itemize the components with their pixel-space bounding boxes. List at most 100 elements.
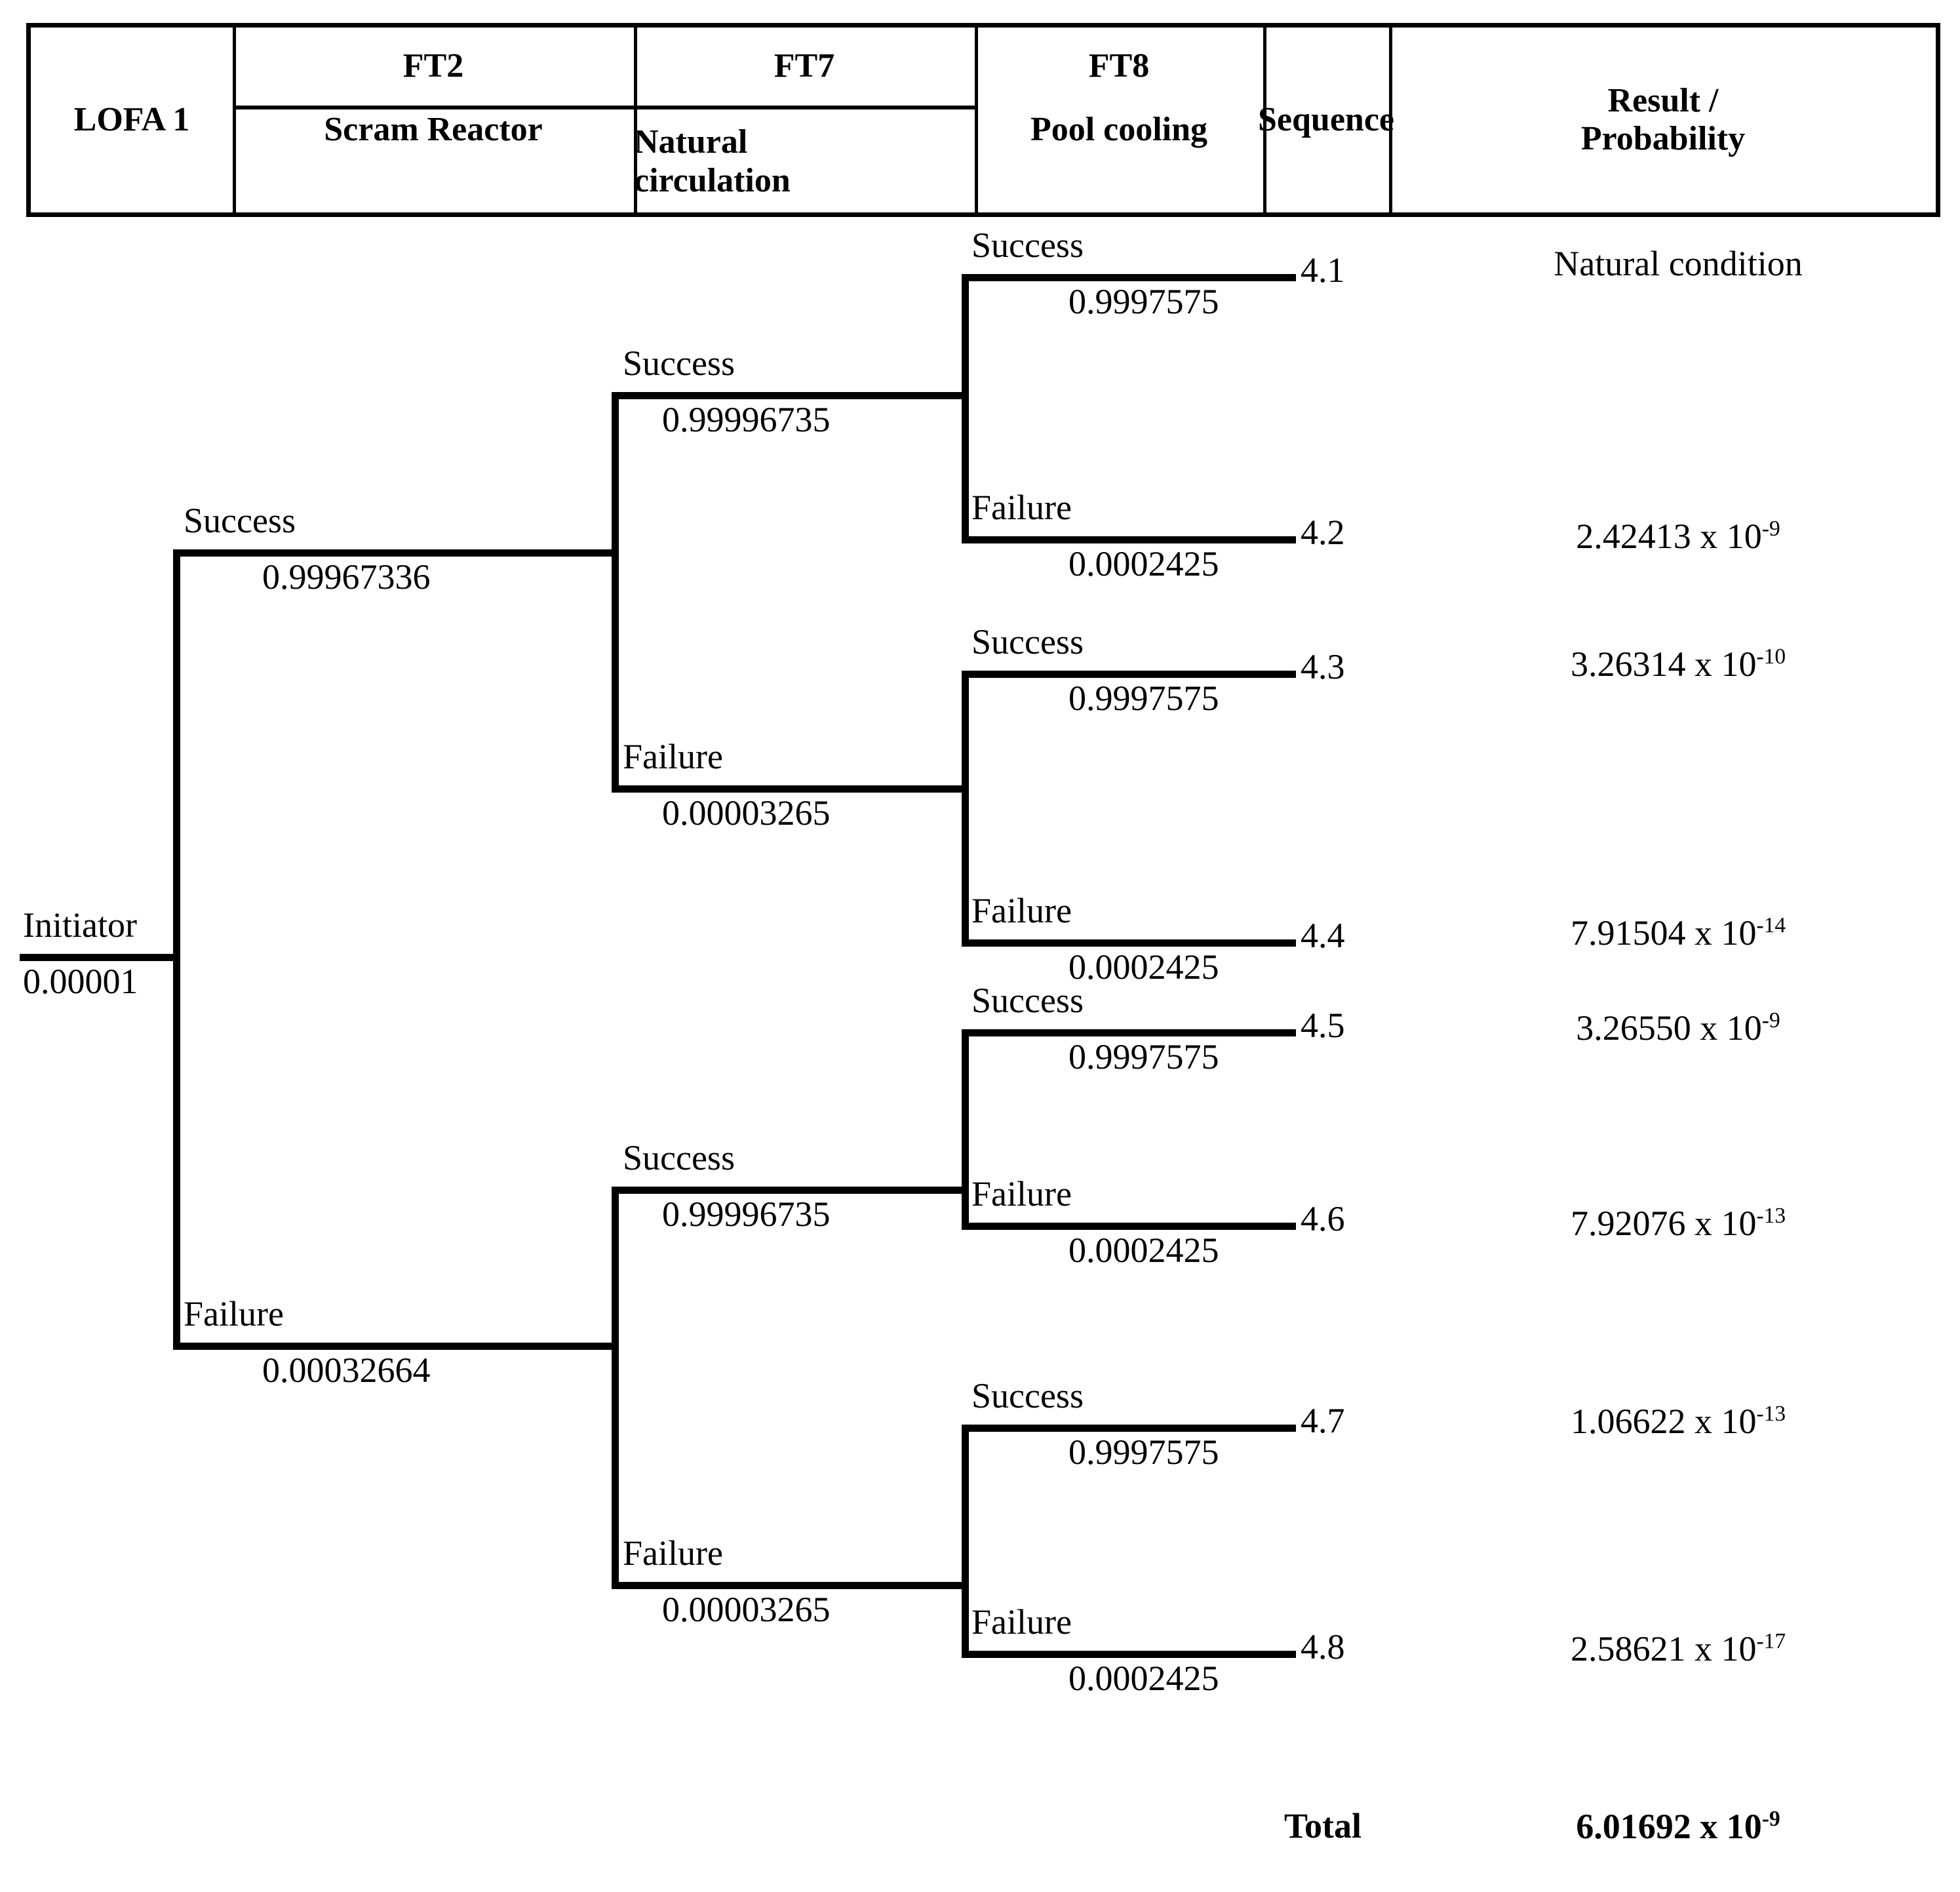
header-result-line1: Result / xyxy=(1607,81,1719,119)
branch-line-4-8 xyxy=(962,1651,1296,1658)
branch-result-exponent-4-2: -9 xyxy=(1761,517,1780,541)
ft7-lower-stem xyxy=(612,1187,619,1585)
ft7-lower-success-label: Success xyxy=(623,1138,735,1177)
initiator-label: Initiator xyxy=(23,905,137,945)
ft2-success-line xyxy=(173,549,619,557)
ft8-stem-2 xyxy=(962,671,969,939)
header-divider-5 xyxy=(1389,28,1392,212)
branch-sequence-4-6: 4.6 xyxy=(1301,1199,1345,1238)
ft7-lower-success-line xyxy=(612,1187,969,1194)
ft7-upper-success-label: Success xyxy=(623,344,735,383)
ft7-lower-failure-label: Failure xyxy=(623,1533,723,1573)
ft2-failure-label: Failure xyxy=(184,1294,284,1333)
event-tree-header-table: LOFA 1 FT2 Scram Reactor FT7 Natural cir… xyxy=(26,23,1940,217)
branch-probability-4-2: 0.0002425 xyxy=(1068,544,1219,583)
header-divider-1 xyxy=(233,28,236,212)
branch-sequence-4-3: 4.3 xyxy=(1301,647,1345,686)
ft7-upper-success-line xyxy=(612,392,969,399)
total-value-mantissa: 6.01692 x 10 xyxy=(1576,1807,1762,1846)
header-divider-4 xyxy=(1263,28,1266,212)
ft7-upper-success-probability: 0.99996735 xyxy=(662,400,831,439)
branch-probability-4-6: 0.0002425 xyxy=(1068,1231,1219,1270)
branch-result-4-6: 7.92076 x 10-13 xyxy=(1571,1205,1786,1241)
branch-result-exponent-4-8: -17 xyxy=(1756,1629,1786,1653)
branch-result-exponent-4-5: -9 xyxy=(1761,1008,1780,1033)
branch-probability-4-7: 0.9997575 xyxy=(1068,1432,1219,1472)
branch-result-exponent-4-4: -14 xyxy=(1756,913,1786,937)
branch-result-4-5: 3.26550 x 10-9 xyxy=(1576,1010,1780,1046)
total-value: 6.01692 x 10-9 xyxy=(1576,1808,1780,1844)
header-ft2-code: FT2 xyxy=(402,47,464,85)
branch-event-4-2: Failure xyxy=(971,488,1072,527)
header-ft8-code: FT8 xyxy=(1088,47,1150,85)
branch-result-mantissa-4-7: 1.06622 x 10 xyxy=(1570,1402,1757,1441)
ft2-stem xyxy=(173,549,180,1350)
ft2-failure-line xyxy=(173,1343,619,1350)
branch-line-4-7 xyxy=(962,1425,1296,1432)
branch-sequence-4-7: 4.7 xyxy=(1301,1401,1345,1440)
header-divider-3 xyxy=(975,28,978,212)
header-ft7-name-line1: Natural xyxy=(634,123,748,161)
ft7-upper-failure-probability: 0.00003265 xyxy=(662,793,831,833)
ft7-upper-stem xyxy=(612,392,619,793)
branch-sequence-4-5: 4.5 xyxy=(1301,1006,1345,1045)
total-label: Total xyxy=(1284,1806,1362,1845)
branch-sequence-4-1: 4.1 xyxy=(1301,250,1345,290)
header-cell-ft2-name: Scram Reactor xyxy=(233,106,634,212)
branch-probability-4-4: 0.0002425 xyxy=(1068,947,1219,987)
branch-event-4-5: Success xyxy=(971,981,1084,1020)
ft8-stem-1 xyxy=(962,274,969,543)
ft7-lower-failure-probability: 0.00003265 xyxy=(662,1590,831,1629)
branch-line-4-5 xyxy=(962,1029,1296,1036)
header-cell-lofa: LOFA 1 xyxy=(31,28,233,212)
branch-event-4-7: Success xyxy=(971,1376,1084,1415)
branch-sequence-4-4: 4.4 xyxy=(1301,916,1345,955)
header-cell-ft7-name: Natural circulation xyxy=(634,106,975,212)
ft2-success-probability: 0.99967336 xyxy=(262,557,431,597)
branch-result-4-7: 1.06622 x 10-13 xyxy=(1571,1403,1786,1439)
branch-result-mantissa-4-3: 3.26314 x 10 xyxy=(1570,644,1757,684)
ft7-lower-failure-line xyxy=(612,1582,969,1589)
ft7-upper-failure-line xyxy=(612,785,969,793)
header-result-line2: Probability xyxy=(1580,120,1746,157)
branch-result-mantissa-4-4: 7.91504 x 10 xyxy=(1570,913,1757,953)
branch-result-mantissa-4-1: Natural condition xyxy=(1554,244,1803,283)
ft7-upper-failure-label: Failure xyxy=(623,737,723,776)
initiator-probability: 0.00001 xyxy=(23,962,138,1001)
branch-result-mantissa-4-8: 2.58621 x 10 xyxy=(1570,1629,1757,1668)
branch-result-mantissa-4-2: 2.42413 x 10 xyxy=(1576,517,1762,556)
header-lofa-label: LOFA 1 xyxy=(73,100,190,138)
branch-result-4-1: Natural condition xyxy=(1554,246,1802,281)
header-ft7-code: FT7 xyxy=(774,47,835,85)
header-divider-2 xyxy=(634,28,637,212)
header-ft7-name-line2: circulation xyxy=(634,161,791,199)
branch-line-4-4 xyxy=(962,939,1296,947)
branch-line-4-3 xyxy=(962,671,1296,678)
header-ft2-name: Scram Reactor xyxy=(324,111,543,148)
branch-probability-4-5: 0.9997575 xyxy=(1068,1037,1219,1076)
branch-probability-4-3: 0.9997575 xyxy=(1068,679,1219,718)
branch-event-4-8: Failure xyxy=(971,1602,1072,1642)
header-cell-ft8-name: Pool cooling xyxy=(975,106,1263,212)
branch-event-4-1: Success xyxy=(971,226,1084,265)
header-cell-result: Result / Probability xyxy=(1389,28,1937,212)
branch-result-4-8: 2.58621 x 10-17 xyxy=(1571,1630,1786,1666)
branch-event-4-4: Failure xyxy=(971,891,1072,930)
branch-sequence-4-2: 4.2 xyxy=(1301,513,1345,552)
header-cell-sequence: Sequence xyxy=(1258,28,1394,212)
branch-line-4-6 xyxy=(962,1223,1296,1230)
header-ft8-name: Pool cooling xyxy=(1030,111,1208,148)
header-cell-ft7-code: FT7 xyxy=(634,28,975,106)
branch-result-4-3: 3.26314 x 10-10 xyxy=(1571,646,1786,682)
header-cell-ft2-code: FT2 xyxy=(233,28,634,106)
branch-result-exponent-4-6: -13 xyxy=(1756,1204,1786,1228)
branch-result-exponent-4-3: -10 xyxy=(1756,644,1786,669)
header-sequence-label: Sequence xyxy=(1258,100,1394,138)
branch-sequence-4-8: 4.8 xyxy=(1301,1627,1345,1666)
header-subrow-rule xyxy=(233,106,975,109)
branch-probability-4-8: 0.0002425 xyxy=(1068,1659,1219,1698)
branch-probability-4-1: 0.9997575 xyxy=(1068,282,1219,321)
branch-line-4-2 xyxy=(962,536,1296,543)
branch-event-4-3: Success xyxy=(971,622,1084,661)
